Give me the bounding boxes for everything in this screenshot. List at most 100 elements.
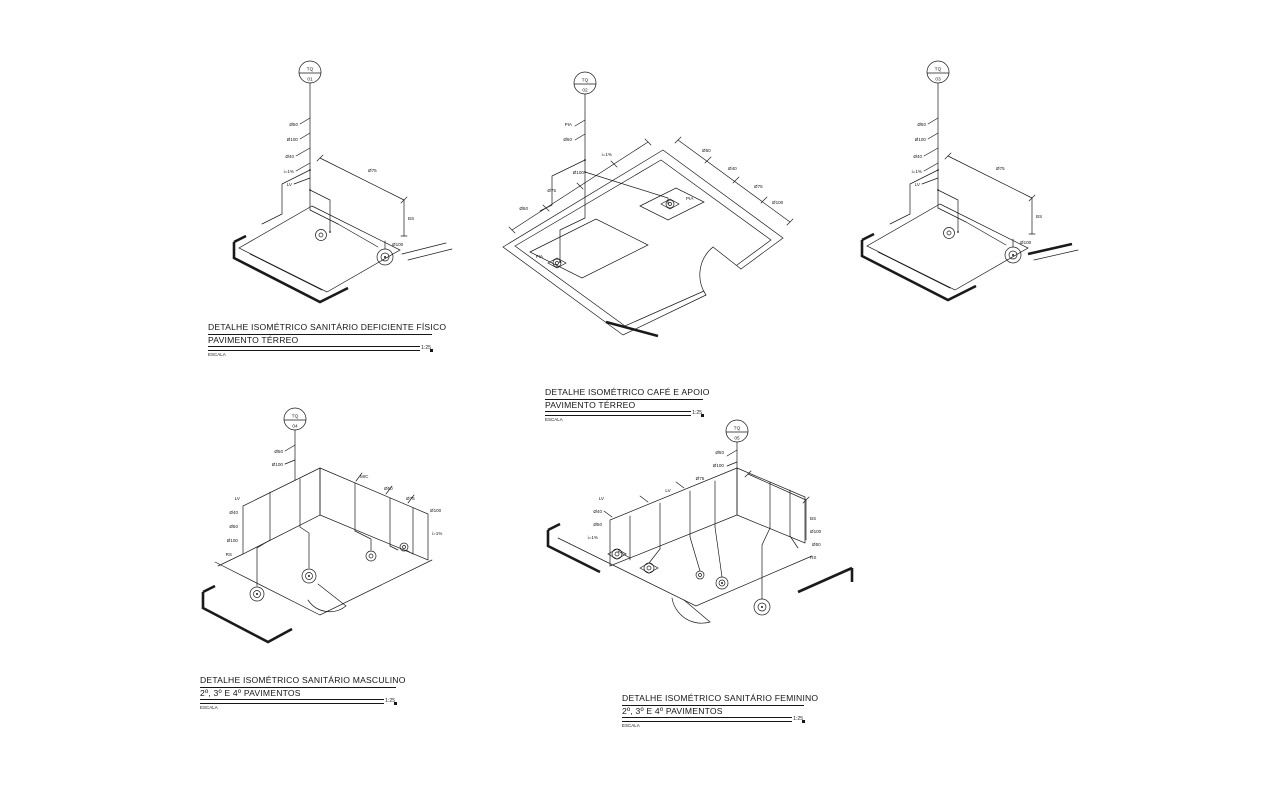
dim-label: Ø75 xyxy=(406,496,415,501)
dim-label: Ø40 xyxy=(593,509,602,514)
scale-label: ESCALA xyxy=(200,705,218,711)
dim-label: Ø40 xyxy=(285,154,294,159)
dim-label: BS xyxy=(408,216,414,221)
vent-stack-symbol: TQ 03 xyxy=(926,60,950,84)
dim-label: Ø100 xyxy=(287,137,299,142)
pipe-annotations: Ø50 Ø100 Ø40 i=1% LV Ø75 BS Ø100 xyxy=(284,122,414,247)
floor-outline xyxy=(214,553,433,616)
wall-lines xyxy=(860,240,977,302)
title-block-masculino: DETALHE ISOMÉTRICO SANITÁRIO MASCULINO 2… xyxy=(200,675,405,713)
dim-label: Ø50 xyxy=(289,122,298,127)
scale-end-marker xyxy=(802,719,805,723)
dim-label: BS xyxy=(810,516,816,521)
vent-stack-symbol: TQ 04 xyxy=(283,407,307,431)
dim-label: Ø50 xyxy=(715,450,724,455)
door-swing xyxy=(671,597,711,624)
dimension-lines xyxy=(316,154,408,237)
dim-label: Ø40 xyxy=(229,510,238,515)
wall-right xyxy=(1027,242,1073,256)
vent-stack-symbol: TQ 01 xyxy=(298,60,322,84)
toilet-fixture xyxy=(301,568,317,584)
dim-label: Ø100 xyxy=(573,170,585,175)
dim-label: Ø50 xyxy=(384,486,393,491)
floor-outline xyxy=(866,203,1079,291)
dim-label: Ø100 xyxy=(915,137,927,142)
sink-fixture xyxy=(547,257,567,269)
dim-label: Ø50 xyxy=(593,522,602,527)
wall-cap xyxy=(202,584,216,594)
scale-value: 1:25 xyxy=(792,715,804,722)
scale-bar: ESCALA 1:25 xyxy=(545,409,704,425)
title-line2: PAVIMENTO TÉRREO xyxy=(208,335,432,348)
pipe-annotations: Ø50 Ø100 Ø40 i=1% LV Ø75 BS Ø100 xyxy=(912,122,1042,245)
scale-value: 1:25 xyxy=(420,344,432,351)
title-block-feminino: DETALHE ISOMÉTRICO SANITÁRIO FEMININO 2º… xyxy=(622,693,818,731)
scale-bar: ESCALA 1:25 xyxy=(208,344,433,360)
pipe-lines xyxy=(539,93,669,263)
junction-dots xyxy=(309,169,331,233)
wall-cap xyxy=(233,234,247,244)
scale-bar: ESCALA 1:25 xyxy=(622,715,805,731)
dim-label: Ø100 xyxy=(772,200,784,205)
pipe-annotations: LV Ø40 Ø50 i=1% Ø50 Ø100 LV Ø75 BS Ø100 … xyxy=(588,450,822,560)
dimension-lines xyxy=(944,152,1036,235)
diagram-sanitario-terreo-direita: TQ 03 xyxy=(860,60,1079,302)
dim-label: Ø100 xyxy=(810,529,822,534)
scale-end-marker xyxy=(701,413,704,417)
floor-drain xyxy=(695,570,705,580)
title-line1: DETALHE ISOMÉTRICO SANITÁRIO FEMININO xyxy=(622,693,818,706)
vent-label: TQ xyxy=(292,414,299,420)
dim-label: LV xyxy=(599,496,605,501)
dim-label: LV xyxy=(235,496,241,501)
door-swing xyxy=(699,246,742,296)
pipe-annotations: Ø50 Ø75 Ø100 i=1% Ø50 Ø40 Ø75 Ø100 PIA Ø… xyxy=(519,122,783,259)
vent-label: TQ xyxy=(582,78,589,84)
dim-label: Ø75 xyxy=(754,184,763,189)
diagram-cafe-e-apoio: TQ 02 xyxy=(502,71,794,338)
title-block-cafe-apoio: DETALHE ISOMÉTRICO CAFÉ E APOIO PAVIMENT… xyxy=(545,387,709,425)
dim-label: Ø40 xyxy=(913,154,922,159)
dim-label: i=1% xyxy=(588,535,598,540)
dim-label: MIC xyxy=(360,474,369,479)
dim-label: Ø75 xyxy=(996,166,1005,171)
floor-drain xyxy=(315,229,327,241)
dim-label: Ø50 xyxy=(917,122,926,127)
toilet-fixture xyxy=(376,248,394,266)
dimension-lines xyxy=(744,470,810,541)
dim-label: Ø40 xyxy=(728,166,737,171)
wall-cap xyxy=(861,232,875,242)
title-line2: PAVIMENTO TÉRREO xyxy=(545,400,703,413)
scale-bar: ESCALA 1:25 xyxy=(200,697,397,713)
title-line2: 2º, 3º E 4º PAVIMENTOS xyxy=(200,688,396,701)
scale-value: 1:25 xyxy=(691,409,703,416)
dim-label: Ø100 xyxy=(227,538,239,543)
vent-number: 03 xyxy=(935,77,941,83)
dim-label: Ø100 xyxy=(713,463,725,468)
floor-outline xyxy=(238,205,453,293)
dim-label: Ø50 xyxy=(702,148,711,153)
dim-label: LV xyxy=(915,182,921,187)
wall-lines xyxy=(201,592,293,644)
vent-label: TQ xyxy=(307,67,314,73)
dim-label: PIA xyxy=(565,122,573,127)
dim-label: Ø100 xyxy=(1020,240,1032,245)
junction-dots xyxy=(937,169,959,233)
dim-label: Ø50 xyxy=(274,449,283,454)
vent-number: 05 xyxy=(734,436,740,442)
counters xyxy=(529,187,705,279)
wall-lines-left xyxy=(546,530,601,574)
title-line2: 2º, 3º E 4º PAVIMENTOS xyxy=(622,706,804,719)
floor-outline xyxy=(557,537,813,607)
title-line1: DETALHE ISOMÉTRICO CAFÉ E APOIO xyxy=(545,387,709,400)
junction-dots xyxy=(559,159,586,263)
toilet-fixture xyxy=(753,598,771,616)
title-line1: DETALHE ISOMÉTRICO SANITÁRIO DEFICIENTE … xyxy=(208,322,446,335)
dim-label: Ø50 xyxy=(812,542,821,547)
wall-cap xyxy=(547,522,561,532)
scale-label: ESCALA xyxy=(208,352,226,358)
toilet-fixture xyxy=(249,586,265,602)
dim-label: Ø100 xyxy=(430,508,442,513)
title-line1: DETALHE ISOMÉTRICO SANITÁRIO MASCULINO xyxy=(200,675,405,688)
floor-drain xyxy=(943,227,955,239)
